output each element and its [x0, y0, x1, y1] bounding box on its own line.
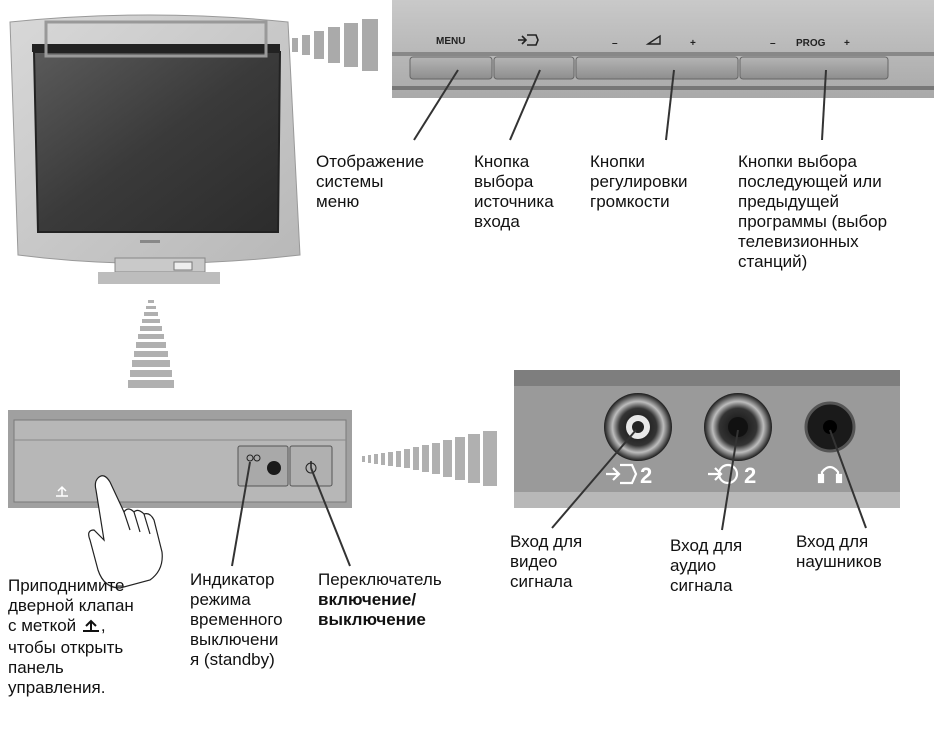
label-audio-in: Вход для аудио сигнала — [670, 536, 743, 595]
jack-panel: 2 2 — [514, 370, 900, 508]
label-video-in: Вход для видео сигнала — [510, 532, 583, 591]
volume-icon — [645, 34, 661, 45]
standby-indicator — [267, 461, 281, 475]
top-control-panel: MENU – + – PROG + — [392, 0, 934, 98]
headphone-icon — [817, 465, 843, 484]
leader-lines-front — [231, 461, 351, 567]
label-program-select: Кнопки выбора последующей или предыдущей… — [738, 152, 888, 271]
zoom-stripes-down — [128, 300, 174, 388]
audio-input-number: 2 — [744, 463, 756, 488]
prog-minus-text: – — [770, 38, 776, 49]
video-input-icon — [606, 463, 638, 485]
label-headphones: Вход для наушников — [796, 532, 882, 571]
label-input-select: Кнопка выбора источника входа — [474, 152, 554, 231]
hand-icon — [88, 475, 163, 589]
audio-input-icon — [708, 463, 739, 485]
zoom-stripes-top — [292, 19, 378, 71]
label-power-part1: Переключатель — [318, 570, 442, 589]
door-open-mark-icon — [81, 617, 101, 638]
tv-set-image — [9, 14, 301, 284]
volume-minus-text: – — [612, 38, 618, 49]
door-open-icon — [56, 485, 68, 497]
leader-lines-jacks — [551, 429, 867, 531]
leader-lines-top — [413, 69, 827, 141]
label-door: Приподнимите дверной клапан с меткой , ч… — [8, 576, 134, 698]
label-standby: Индикатор режима временного выключени я … — [190, 570, 283, 669]
prog-button[interactable] — [739, 56, 889, 80]
input-source-icon — [518, 34, 539, 46]
label-power-bold: включение/ выключение — [318, 590, 426, 629]
volume-button[interactable] — [575, 56, 739, 80]
prog-plus-text: + — [844, 38, 850, 49]
label-volume: Кнопки регулировки громкости — [590, 152, 688, 211]
volume-plus-text: + — [690, 38, 696, 49]
label-menu-display: Отображение системы меню — [316, 152, 425, 211]
standby-area — [237, 445, 289, 487]
standby-icon — [246, 454, 254, 462]
label-door-part1: Приподнимите дверной клапан с меткой — [8, 576, 134, 635]
input-select-button[interactable] — [493, 56, 575, 80]
prog-text: PROG — [796, 38, 826, 49]
label-door-part2: , чтобы открыть панель управления. — [8, 616, 124, 697]
video-input-number: 2 — [640, 463, 652, 488]
zoom-stripes-right — [362, 431, 497, 486]
front-door-panel — [8, 410, 352, 508]
menu-text: MENU — [436, 36, 465, 47]
label-power: Переключатель включение/ выключение — [318, 570, 442, 630]
zoom-highlight-box — [44, 20, 268, 58]
menu-button[interactable] — [409, 56, 493, 80]
